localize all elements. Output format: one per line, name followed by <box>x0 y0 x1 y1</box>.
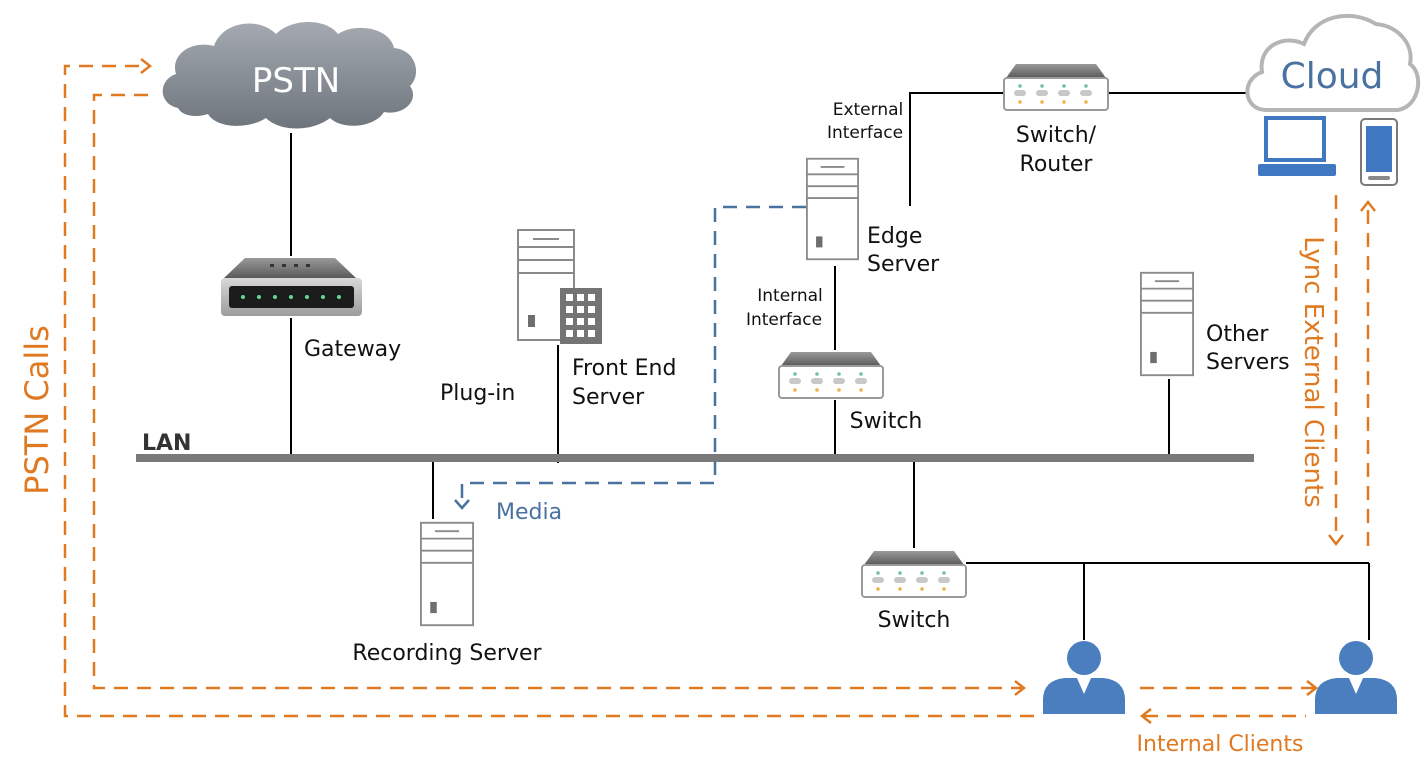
media-path <box>460 205 806 507</box>
media-arrow <box>454 499 470 510</box>
external-interface-line1: External <box>833 100 904 120</box>
clients-switch-icon <box>861 550 967 598</box>
internal-client-2-user-icon <box>1315 641 1397 714</box>
gateway-label: Gateway <box>304 337 401 362</box>
lan-label: LAN <box>142 431 191 456</box>
recording-server-icon <box>419 521 475 627</box>
external-interface-line2: Interface <box>827 123 903 143</box>
pstn-calls-paths <box>63 64 1034 718</box>
other-servers-label-line1: Other <box>1206 322 1269 347</box>
edge-server-label-line1: Edge <box>867 224 922 249</box>
plugin-label: Plug-in <box>440 381 515 406</box>
edge-server-icon <box>805 157 860 261</box>
lync-external-label: Lync External Clients <box>1298 236 1328 507</box>
internal-interface-line2: Interface <box>746 310 822 330</box>
building-icon <box>560 288 602 344</box>
gateway-icon <box>221 258 362 316</box>
clients-switch-label: Switch <box>878 608 951 633</box>
pstn-calls-label: PSTN Calls <box>18 325 56 495</box>
edge-switch-label: Switch <box>850 409 923 434</box>
switch-router-label-line2: Router <box>1020 152 1094 177</box>
edge-switch-icon <box>778 351 884 399</box>
switch-router-icon <box>1003 63 1109 111</box>
lync-external-paths <box>1328 195 1376 547</box>
internal-interface-line1: Internal <box>757 286 823 306</box>
media-label: Media <box>496 500 562 525</box>
laptop-icon <box>1258 116 1336 176</box>
front-end-label-line1: Front End <box>572 356 676 381</box>
other-servers-icon <box>1139 271 1195 377</box>
switch-router-label-line1: Switch/ <box>1016 123 1097 148</box>
solid-links <box>290 92 1370 640</box>
cloud-label: Cloud <box>1281 56 1384 97</box>
recording-server-label: Recording Server <box>352 641 542 666</box>
internal-client-1-user-icon <box>1043 641 1125 714</box>
internal-clients-label: Internal Clients <box>1137 732 1304 757</box>
internal-clients-paths <box>1139 680 1319 724</box>
mobile-phone-icon <box>1360 118 1398 186</box>
pstn-arrows <box>140 58 1027 696</box>
front-end-label-line2: Server <box>572 385 645 410</box>
other-servers-label-line2: Servers <box>1206 350 1290 375</box>
edge-server-label-line2: Server <box>867 252 940 277</box>
pstn-label: PSTN <box>252 61 340 101</box>
cloud-outline-icon <box>1245 13 1420 112</box>
pstn-cloud-icon <box>162 22 417 129</box>
